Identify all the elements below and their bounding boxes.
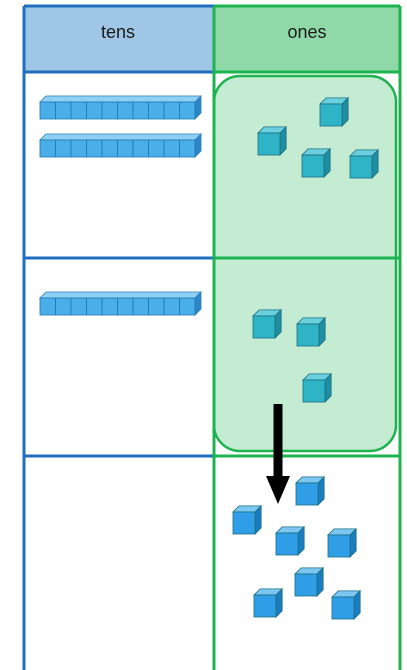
tens-header-cell: [24, 6, 214, 72]
rod-cube: [179, 139, 196, 158]
rod-cube: [117, 139, 134, 158]
rod-cube: [163, 139, 180, 158]
rod-cube: [179, 101, 196, 120]
ones-header-cell: [214, 6, 400, 72]
rod-cube: [55, 139, 72, 158]
rod-cube: [132, 101, 149, 120]
grid-lines: [22, 4, 402, 670]
rod-cube: [132, 139, 149, 158]
unit-cube: [302, 372, 333, 403]
unit-cube: [253, 587, 284, 618]
unit-cube: [296, 316, 327, 347]
rod-cube: [86, 139, 103, 158]
rod-cube: [101, 297, 118, 316]
rod-cube: [39, 297, 56, 316]
rod-cube: [70, 101, 87, 120]
unit-cube: [301, 147, 332, 178]
rod-cube: [179, 297, 196, 316]
unit-cube: [232, 504, 263, 535]
ten-rods: [39, 95, 202, 316]
header-row: tens ones: [24, 6, 400, 72]
rod-cube: [148, 139, 165, 158]
ten-rod: [39, 291, 202, 316]
ten-rod: [39, 95, 202, 120]
ones-header-label: ones: [287, 22, 326, 42]
unit-cube: [331, 589, 362, 620]
rod-cube: [55, 297, 72, 316]
unit-cube: [275, 525, 306, 556]
rod-cube: [86, 101, 103, 120]
down-arrow-icon: [266, 404, 290, 504]
rod-cube: [39, 101, 56, 120]
unit-cube: [349, 148, 380, 179]
unit-cube: [252, 308, 283, 339]
rod-cube: [148, 297, 165, 316]
rod-cube: [117, 297, 134, 316]
rod-cube: [39, 139, 56, 158]
rod-cube: [70, 139, 87, 158]
unit-cubes: [232, 96, 380, 620]
rod-cube: [163, 101, 180, 120]
rod-cube: [117, 101, 134, 120]
rod-cube: [132, 297, 149, 316]
rod-cube: [86, 297, 103, 316]
rod-cube: [148, 101, 165, 120]
rod-cube: [55, 101, 72, 120]
unit-cube: [327, 527, 358, 558]
unit-cube: [319, 96, 350, 127]
unit-cube: [294, 566, 325, 597]
rod-cube: [163, 297, 180, 316]
tens-header-label: tens: [101, 22, 135, 42]
rod-cube: [101, 139, 118, 158]
rod-cube: [70, 297, 87, 316]
rod-cube: [101, 101, 118, 120]
unit-cube: [257, 125, 288, 156]
ten-rod: [39, 133, 202, 158]
unit-cube: [295, 475, 326, 506]
